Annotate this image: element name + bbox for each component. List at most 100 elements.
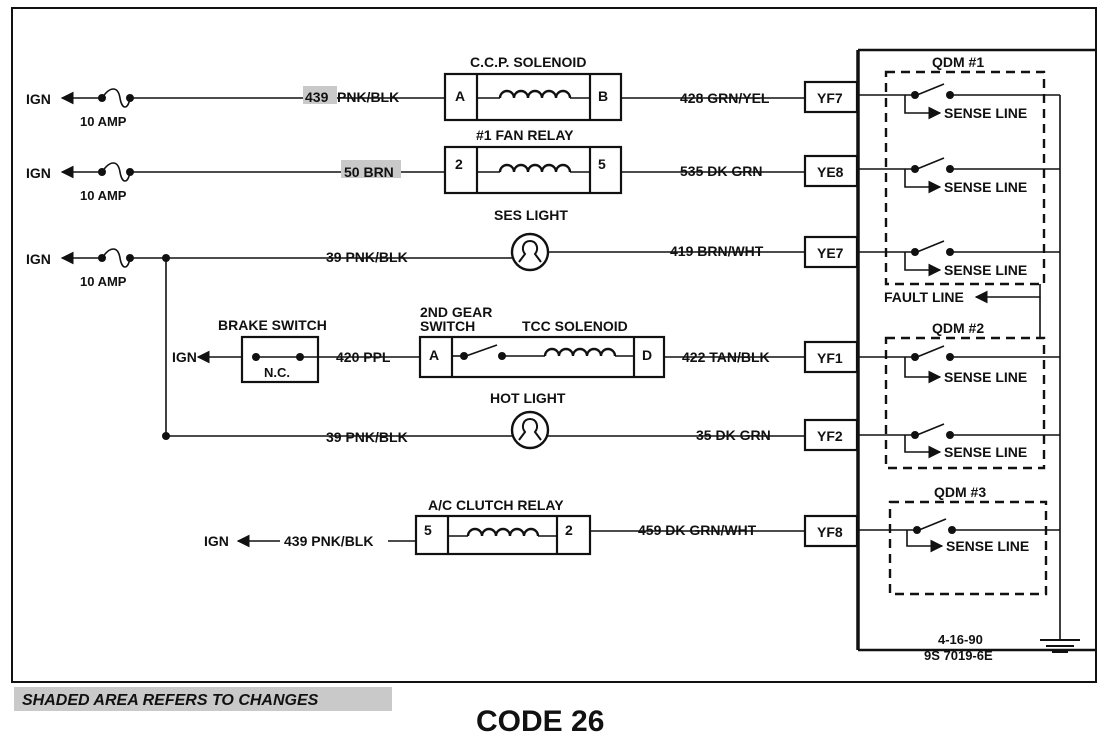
ses-lamp-icon <box>510 232 550 272</box>
ground-icon <box>1040 639 1080 653</box>
wire-439-number: 439 <box>305 89 329 105</box>
lamp-filament <box>518 239 542 263</box>
row-fan-relay: IGN 10 AMP 50 BRN #1 FAN RELAY 2 5 535 D… <box>26 127 859 203</box>
sense-line-label: SENSE LINE <box>944 369 1027 385</box>
svg-text:YE7: YE7 <box>817 245 844 261</box>
svg-text:YF1: YF1 <box>817 350 843 366</box>
fuse-label: 10 AMP <box>80 188 127 203</box>
shaded-note-background <box>14 687 392 711</box>
fuse-label: 10 AMP <box>80 114 127 129</box>
coil-icon <box>466 527 540 537</box>
qdm2-label: QDM #2 <box>932 320 984 336</box>
diagram-code-title: CODE 26 <box>476 705 604 736</box>
pin-2: 2 <box>455 156 463 172</box>
diagram-doc-number: 9S 7019-6E <box>924 648 993 663</box>
row-ses-light: IGN 10 AMP 39 PNK/BLK SES LIGHT 419 BRN/… <box>26 207 859 289</box>
svg-text:YF8: YF8 <box>817 524 843 540</box>
gear-switch-icon <box>465 344 498 357</box>
wire-419-label: 419 BRN/WHT <box>670 243 764 259</box>
row-ac-clutch: IGN 439 PNK/BLK A/C CLUTCH RELAY 5 2 459… <box>204 497 859 556</box>
coil-icon <box>498 163 572 173</box>
svg-text:YF2: YF2 <box>817 428 843 444</box>
wire-39-label: 39 PNK/BLK <box>326 429 408 445</box>
fault-line-label: FAULT LINE <box>884 289 964 305</box>
row-ccp: IGN 10 AMP 439 PNK/BLK C.C.P. SOLENOID A… <box>26 54 859 129</box>
wire-428-label: 428 GRN/YEL <box>680 90 770 106</box>
pin-a: A <box>429 347 439 363</box>
qdm-driver-5: SENSE LINE <box>857 423 1060 460</box>
svg-text:YE8: YE8 <box>817 164 844 180</box>
pin-5: 5 <box>598 156 606 172</box>
fuse-icon <box>101 88 131 108</box>
ign-label: IGN <box>26 165 51 181</box>
sense-line-label: SENSE LINE <box>944 105 1027 121</box>
ccp-solenoid-box <box>443 72 623 122</box>
qdm1-box <box>884 70 1046 286</box>
row-tcc: IGN BRAKE SWITCH N.C. 420 PPL 2ND GEAR S… <box>172 304 859 384</box>
qdm3-box <box>888 500 1048 596</box>
connector-ye8 <box>803 154 859 188</box>
wire-420-label: 420 PPL <box>336 349 391 365</box>
lamp-filament <box>518 417 542 441</box>
brake-switch-box <box>240 335 320 384</box>
fan-relay-title: #1 FAN RELAY <box>476 127 574 143</box>
gear-switch-title-1: 2ND GEAR <box>420 304 492 320</box>
shaded-area-note: SHADED AREA REFERS TO CHANGES <box>22 692 319 709</box>
sense-line-label: SENSE LINE <box>944 262 1027 278</box>
fuse-icon <box>101 162 131 182</box>
ses-light-title: SES LIGHT <box>494 207 568 223</box>
wire-459-label: 459 DK GRN/WHT <box>638 522 757 538</box>
ccp-solenoid-title: C.C.P. SOLENOID <box>470 54 586 70</box>
qdm-driver-2: SENSE LINE <box>857 157 1060 195</box>
svg-text:YF7: YF7 <box>817 90 843 106</box>
wire-439-color: PNK/BLK <box>337 89 399 105</box>
diagram-date: 4-16-90 <box>938 632 983 647</box>
sense-line-label: SENSE LINE <box>946 538 1029 554</box>
brake-switch-title: BRAKE SWITCH <box>218 317 327 333</box>
wire-439-label: 439 PNK/BLK <box>284 533 373 549</box>
ac-clutch-relay-box <box>414 514 592 556</box>
hot-light-title: HOT LIGHT <box>490 390 566 406</box>
wire-50-label: 50 BRN <box>344 164 394 180</box>
fuse-label: 10 AMP <box>80 274 127 289</box>
pin-d: D <box>642 347 652 363</box>
ign-label: IGN <box>204 533 229 549</box>
coil-icon <box>543 347 617 357</box>
wire-535-label: 535 DK GRN <box>680 163 762 179</box>
fan-relay-box <box>443 145 623 195</box>
qdm3-label: QDM #3 <box>934 484 986 500</box>
qdm2-box <box>884 336 1046 470</box>
ac-clutch-relay-title: A/C CLUTCH RELAY <box>428 497 564 513</box>
tcc-box <box>418 335 666 379</box>
change-shade <box>303 86 337 104</box>
pin-a: A <box>455 88 465 104</box>
wire-39-label: 39 PNK/BLK <box>326 249 408 265</box>
row-hot-light: 39 PNK/BLK HOT LIGHT 35 DK GRN YF2 <box>162 390 859 452</box>
qdm-driver-6: SENSE LINE <box>857 518 1060 554</box>
wire-35-label: 35 DK GRN <box>696 427 771 443</box>
diagram-frame <box>11 7 1097 683</box>
fuse-icon <box>101 248 131 268</box>
pin-b: B <box>598 88 608 104</box>
hot-lamp-icon <box>510 410 550 450</box>
qdm-driver-1: SENSE LINE <box>857 83 1060 121</box>
tcc-solenoid-title: TCC SOLENOID <box>522 318 628 334</box>
change-shade <box>341 160 401 178</box>
ign-label: IGN <box>172 349 197 365</box>
sense-line-label: SENSE LINE <box>944 444 1027 460</box>
nc-label: N.C. <box>264 365 290 380</box>
qdm1-label: QDM #1 <box>932 54 984 70</box>
ign-label: IGN <box>26 251 51 267</box>
qdm-driver-4: SENSE LINE <box>857 345 1060 385</box>
connector-yf8 <box>803 514 859 548</box>
wire-422-label: 422 TAN/BLK <box>682 349 770 365</box>
connector-yf7 <box>803 80 859 114</box>
ign-label: IGN <box>26 91 51 107</box>
pin-5: 5 <box>424 522 432 538</box>
pin-2: 2 <box>565 522 573 538</box>
coil-icon <box>498 89 572 99</box>
gear-switch-title-2: SWITCH <box>420 318 475 334</box>
fault-line-arrow <box>974 284 1041 304</box>
sense-line-label: SENSE LINE <box>944 179 1027 195</box>
